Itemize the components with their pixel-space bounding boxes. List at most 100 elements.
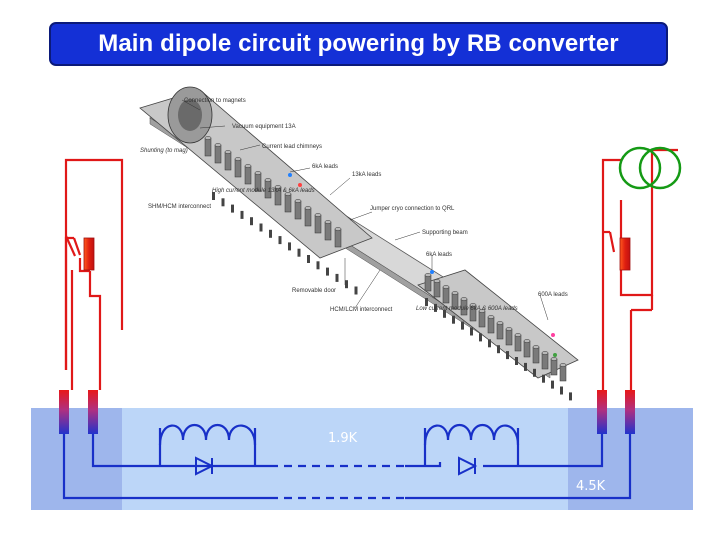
lead-chimney-cap <box>478 309 486 313</box>
lead-chimney-cap <box>284 192 292 196</box>
lead-chimney <box>324 221 332 241</box>
module-support <box>335 273 339 282</box>
lead-chimney-cap <box>314 213 322 217</box>
transformer-icon <box>618 146 682 190</box>
lead-chimney <box>224 151 232 171</box>
lead-chimney-cap <box>541 351 549 355</box>
lead-chimney <box>334 228 342 248</box>
module-support <box>461 321 464 330</box>
label-hcm-lcm-interconnect: HCM/LCM interconnect <box>330 307 393 313</box>
resistor-icon <box>619 237 631 271</box>
lead-chimney <box>514 334 522 352</box>
lead-chimney <box>284 193 292 213</box>
module-support <box>221 198 225 207</box>
lead-chimney-cap <box>550 357 558 361</box>
module-support <box>470 327 473 336</box>
lead-chimney <box>559 364 567 382</box>
module-support <box>488 339 491 348</box>
dipole-coil-icon <box>423 423 520 446</box>
label-600a-leads: 600A leads <box>538 292 568 298</box>
lead-chimney-cap <box>514 333 522 337</box>
lead-chimney-cap <box>214 143 222 147</box>
switch-icon <box>64 235 77 257</box>
lead-chimney-cap <box>254 171 262 175</box>
module-support <box>497 345 500 354</box>
module-support <box>326 267 329 276</box>
label-vacuum-equipment: Vacuum equipment 13A <box>232 124 296 130</box>
lead-chimney <box>294 200 302 220</box>
lead-chimney-cap <box>460 297 468 301</box>
lead-chimney-cap <box>234 157 242 161</box>
module-support <box>506 351 509 360</box>
cold-temperature-label: 1.9K <box>328 431 358 446</box>
lead-chimney-cap <box>244 164 252 168</box>
current-lead-icon <box>88 390 98 434</box>
lead-chimney-cap <box>224 150 232 154</box>
module-support <box>231 204 234 213</box>
label-shm-hcm-interconnect: SHM/HCM interconnect <box>148 204 211 210</box>
lead-chimney <box>478 310 486 328</box>
warm-region-left <box>31 408 122 510</box>
lead-chimney <box>541 352 549 370</box>
module-support <box>452 315 455 324</box>
lead-chimney <box>304 207 312 227</box>
lead-chimney-cap <box>294 199 302 203</box>
label-current-lead-chimneys: Current lead chimneys <box>262 144 322 150</box>
module-support <box>560 386 563 395</box>
module-support <box>240 210 244 219</box>
diode-icon <box>195 456 215 476</box>
label-high-current-module: High current module 13kA & 6kA leads <box>212 188 315 194</box>
lead-chimney <box>424 274 432 292</box>
module-support <box>524 362 527 371</box>
cold-busbar-circuit <box>62 428 632 500</box>
module-support <box>434 303 437 312</box>
current-lead-icon <box>625 390 635 434</box>
module-support <box>425 298 428 306</box>
dipole-coil-icon <box>158 423 257 446</box>
lead-chimney-cap <box>505 327 513 331</box>
module-support <box>443 309 446 318</box>
lead-chimney-cap <box>442 285 450 289</box>
lead-chimney <box>487 316 495 334</box>
label-6ka-leads-mid: 6kA leads <box>426 252 452 258</box>
lead-chimney-cap <box>487 315 495 319</box>
diode-icon <box>458 456 478 476</box>
lead-chimney <box>496 322 504 340</box>
cold-region <box>122 408 568 510</box>
label-supporting-beam: Supporting beam <box>422 230 468 236</box>
module-support <box>212 192 215 200</box>
lead-chimney <box>244 165 252 185</box>
lead-chimney <box>214 144 222 164</box>
lead-chimney-cap <box>324 220 332 224</box>
module-support <box>316 261 320 270</box>
lead-chimney-cap <box>433 279 441 283</box>
lead-chimney <box>234 158 242 178</box>
module-support <box>250 217 253 226</box>
resistor-icon <box>83 237 95 271</box>
module-support <box>354 286 358 295</box>
lead-chimney <box>433 280 441 298</box>
lead-chimney-cap <box>304 206 312 210</box>
module-support <box>551 380 554 389</box>
module-support <box>259 223 263 232</box>
label-low-current-module: Low current module 6kA & 600A leads <box>416 306 518 312</box>
label-connection-to-magnets: Connection to magnets <box>184 98 246 104</box>
lead-chimney <box>532 346 540 364</box>
page-title: Main dipole circuit powering by RB conve… <box>98 30 619 57</box>
label-shunting: Shunting (to mag) <box>140 148 188 154</box>
busbar-dashed <box>270 464 405 500</box>
lead-chimney-cap <box>264 178 272 182</box>
lead-chimney-cap <box>334 227 342 231</box>
label-6ka-leads-top: 6kA leads <box>312 164 338 170</box>
label-removable-door: Removable door <box>292 288 336 294</box>
lead-chimney-cap <box>424 273 432 277</box>
module-support <box>515 357 518 365</box>
lead-chimney <box>550 358 558 376</box>
lead-chimney <box>505 328 513 346</box>
lead-chimney-cap <box>559 363 567 367</box>
warm-temperature-label: 4.5K <box>576 479 606 494</box>
module-support <box>278 236 282 245</box>
module-support <box>269 229 272 238</box>
label-jumper-cryo: Jumper cryo connection to QRL <box>370 206 455 212</box>
